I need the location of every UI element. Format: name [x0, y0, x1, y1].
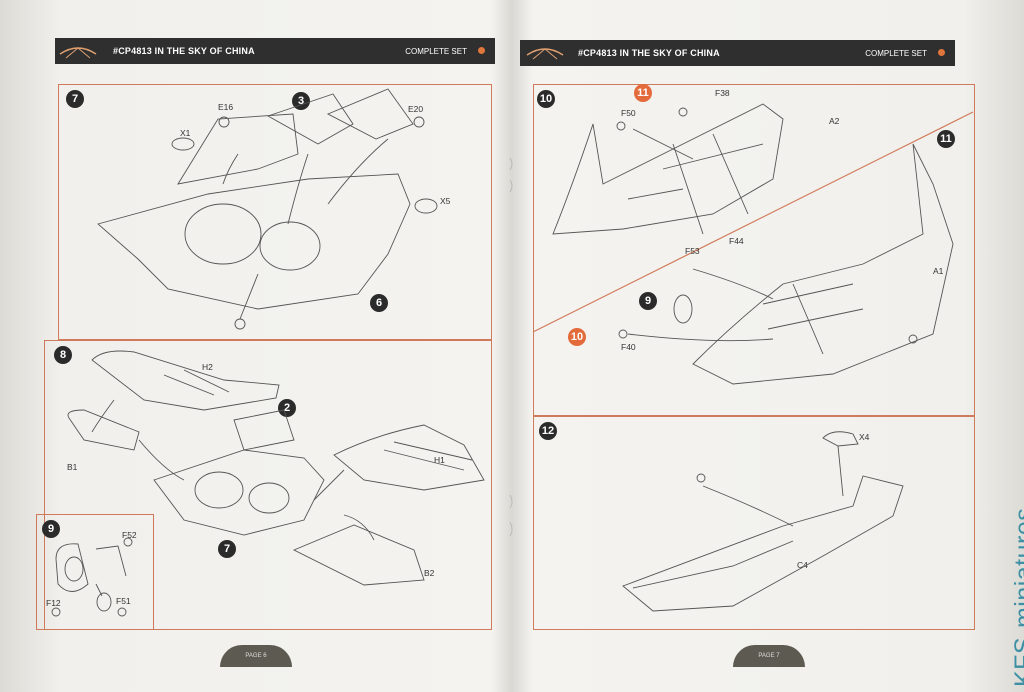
label-X1: X1	[180, 128, 191, 138]
callout-9: 9	[639, 292, 657, 310]
watermark-text: KFS-miniatures	[1010, 507, 1024, 687]
right-brand-logo	[526, 48, 564, 60]
step-12-number: 12	[539, 422, 557, 440]
right-header-bar: #CP4813 IN THE SKY OF CHINA COMPLETE SET	[520, 40, 955, 66]
callout-2: 2	[278, 399, 296, 417]
label-B1: B1	[67, 462, 78, 472]
label-H2: H2	[202, 362, 213, 372]
binding-marks	[509, 157, 513, 537]
label-F52: F52	[122, 530, 137, 540]
label-E16: E16	[218, 102, 234, 112]
label-A1: A1	[933, 266, 944, 276]
right-header-code: #CP4813 IN THE SKY OF CHINA	[578, 48, 720, 58]
label-F51: F51	[116, 596, 131, 606]
label-F50: F50	[621, 108, 636, 118]
left-header-code: #CP4813 IN THE SKY OF CHINA	[113, 46, 255, 56]
right-page: #CP4813 IN THE SKY OF CHINA COMPLETE SET	[515, 0, 975, 692]
step-9-drawing	[51, 537, 133, 617]
label-C4: C4	[797, 560, 808, 570]
step-7-drawing	[97, 88, 438, 330]
callout-10: 10	[568, 328, 586, 346]
callout-7: 7	[218, 540, 236, 558]
step-11-number: 11	[937, 130, 955, 148]
left-page-number-tab: PAGE 6	[220, 645, 292, 667]
label-X4: X4	[859, 432, 870, 442]
label-F40: F40	[621, 342, 636, 352]
label-A2: A2	[829, 116, 840, 126]
label-F12: F12	[46, 598, 61, 608]
callout-6: 6	[370, 294, 388, 312]
step-8-frame	[44, 340, 492, 630]
label-H1: H1	[434, 455, 445, 465]
step-7-number: 7	[66, 90, 84, 108]
step-9-frame	[36, 514, 154, 630]
right-header-dot	[938, 49, 945, 56]
left-header-set: COMPLETE SET	[405, 46, 467, 56]
step-12-drawing	[622, 431, 904, 612]
callout-3: 3	[292, 92, 310, 110]
label-E20: E20	[408, 104, 424, 114]
step-12-frame	[533, 416, 975, 630]
left-header-dot	[478, 47, 485, 54]
right-page-number-tab: PAGE 7	[733, 645, 805, 667]
step-8-drawing	[67, 350, 485, 586]
watermark: KFS-miniatures	[984, 455, 1024, 690]
left-page: #CP4813 IN THE SKY OF CHINA COMPLETE SET…	[0, 0, 505, 692]
left-header-bar: #CP4813 IN THE SKY OF CHINA COMPLETE SET	[55, 38, 495, 64]
step-7-frame	[58, 84, 492, 340]
left-brand-logo	[59, 47, 97, 59]
steps-10-11-frame	[533, 84, 975, 416]
label-F38: F38	[715, 88, 730, 98]
right-header-set: COMPLETE SET	[865, 48, 927, 58]
label-B2: B2	[424, 568, 435, 578]
label-X5: X5	[440, 196, 451, 206]
label-F44: F44	[729, 236, 744, 246]
callout-11: 11	[634, 84, 652, 102]
step-9-number: 9	[42, 520, 60, 538]
diagonal-divider	[532, 103, 974, 385]
step-10-number: 10	[537, 90, 555, 108]
label-F53: F53	[685, 246, 700, 256]
step-8-number: 8	[54, 346, 72, 364]
